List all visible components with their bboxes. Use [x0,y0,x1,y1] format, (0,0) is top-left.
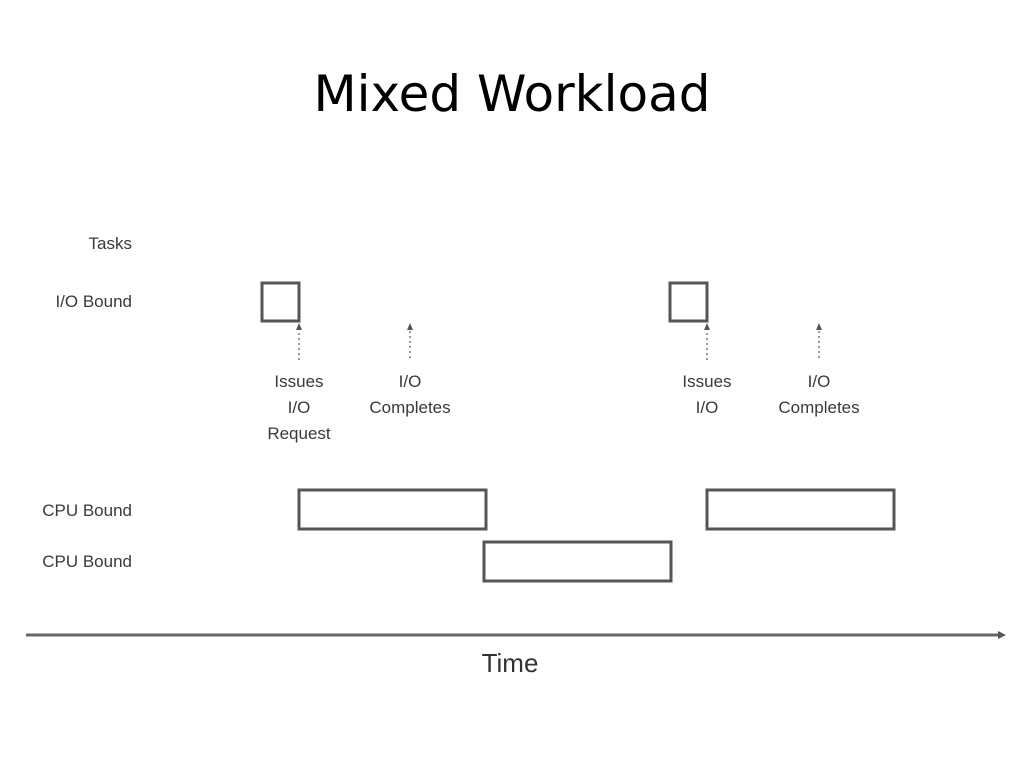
io-task-box-2 [668,281,709,323]
arrow-io-complete-1 [407,323,413,358]
row-label-cpu-bound-2: CPU Bound [42,552,132,571]
annotation-issues-io-request: Issues I/O Request [267,372,331,443]
slide-title: Mixed Workload [313,65,711,123]
annotation-io-completes-1: I/O Completes [369,372,451,417]
cpu-task-bar-1 [297,488,488,531]
time-axis [26,631,1006,639]
row-label-cpu-bound-1: CPU Bound [42,501,132,520]
row-label-tasks: Tasks [88,234,132,253]
cpu-task-bar-3 [482,540,673,583]
annotation-issues-io: Issues I/O [682,372,732,417]
annotation-io-completes-2: I/O Completes [778,372,860,417]
arrow-issue-io-2 [704,323,710,360]
arrow-issue-io-1 [296,323,302,360]
row-label-io-bound: I/O Bound [55,292,132,311]
time-axis-label: Time [481,648,539,678]
io-task-box-1 [260,281,301,323]
cpu-task-bar-2 [705,488,896,531]
arrow-io-complete-2 [816,323,822,358]
